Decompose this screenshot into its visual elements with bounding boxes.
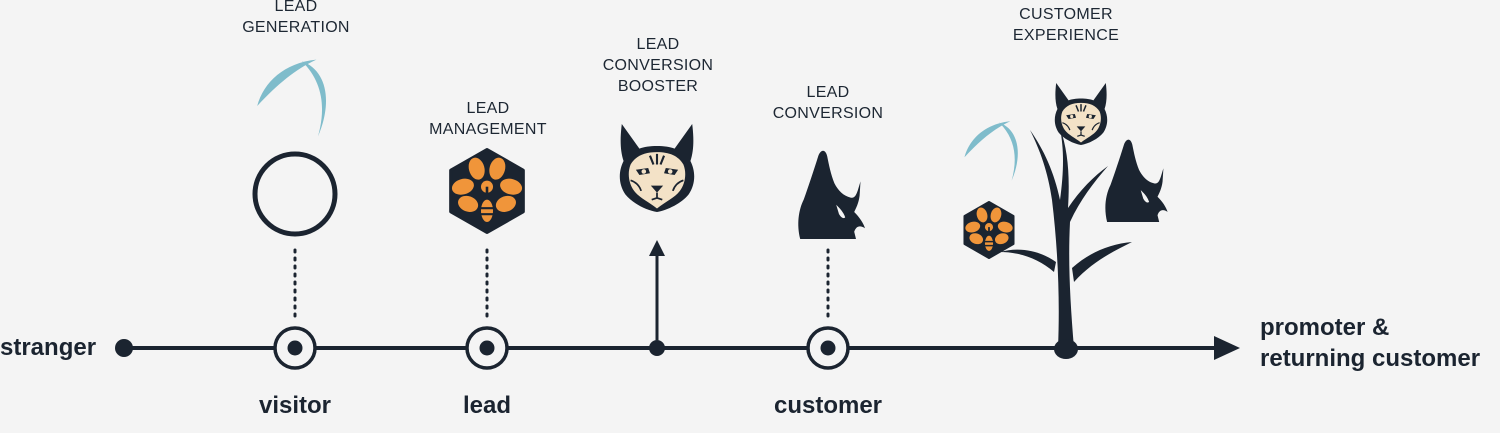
leaf-icon (257, 59, 327, 137)
stage-label-lead: lead (462, 392, 512, 419)
wolf-circle-icon (252, 151, 338, 237)
stage-marker-visitor (273, 326, 317, 370)
wolf-silhouette-icon (798, 150, 865, 239)
bee-hexagon-icon (448, 147, 526, 235)
stage-label-visitor: visitor (258, 392, 332, 419)
start-label: stranger (0, 334, 97, 361)
booster-arrow-up (649, 240, 665, 256)
tree-lynx-icon (1053, 81, 1109, 147)
stage-marker-lead (465, 326, 509, 370)
tree-leaf-icon (964, 121, 1018, 181)
tree-wolf-icon (1105, 139, 1168, 222)
timeline-start-dot (115, 339, 133, 357)
stage-label-customer: customer (773, 392, 883, 419)
tree-icon (1000, 128, 1132, 359)
booster-dot (649, 340, 665, 356)
tree-bee-icon (962, 200, 1016, 260)
timeline-arrowhead (1214, 336, 1240, 360)
end-label: promoter &returning customer (1260, 314, 1481, 372)
stage-marker-customer (806, 326, 850, 370)
lynx-face-icon (618, 122, 696, 214)
